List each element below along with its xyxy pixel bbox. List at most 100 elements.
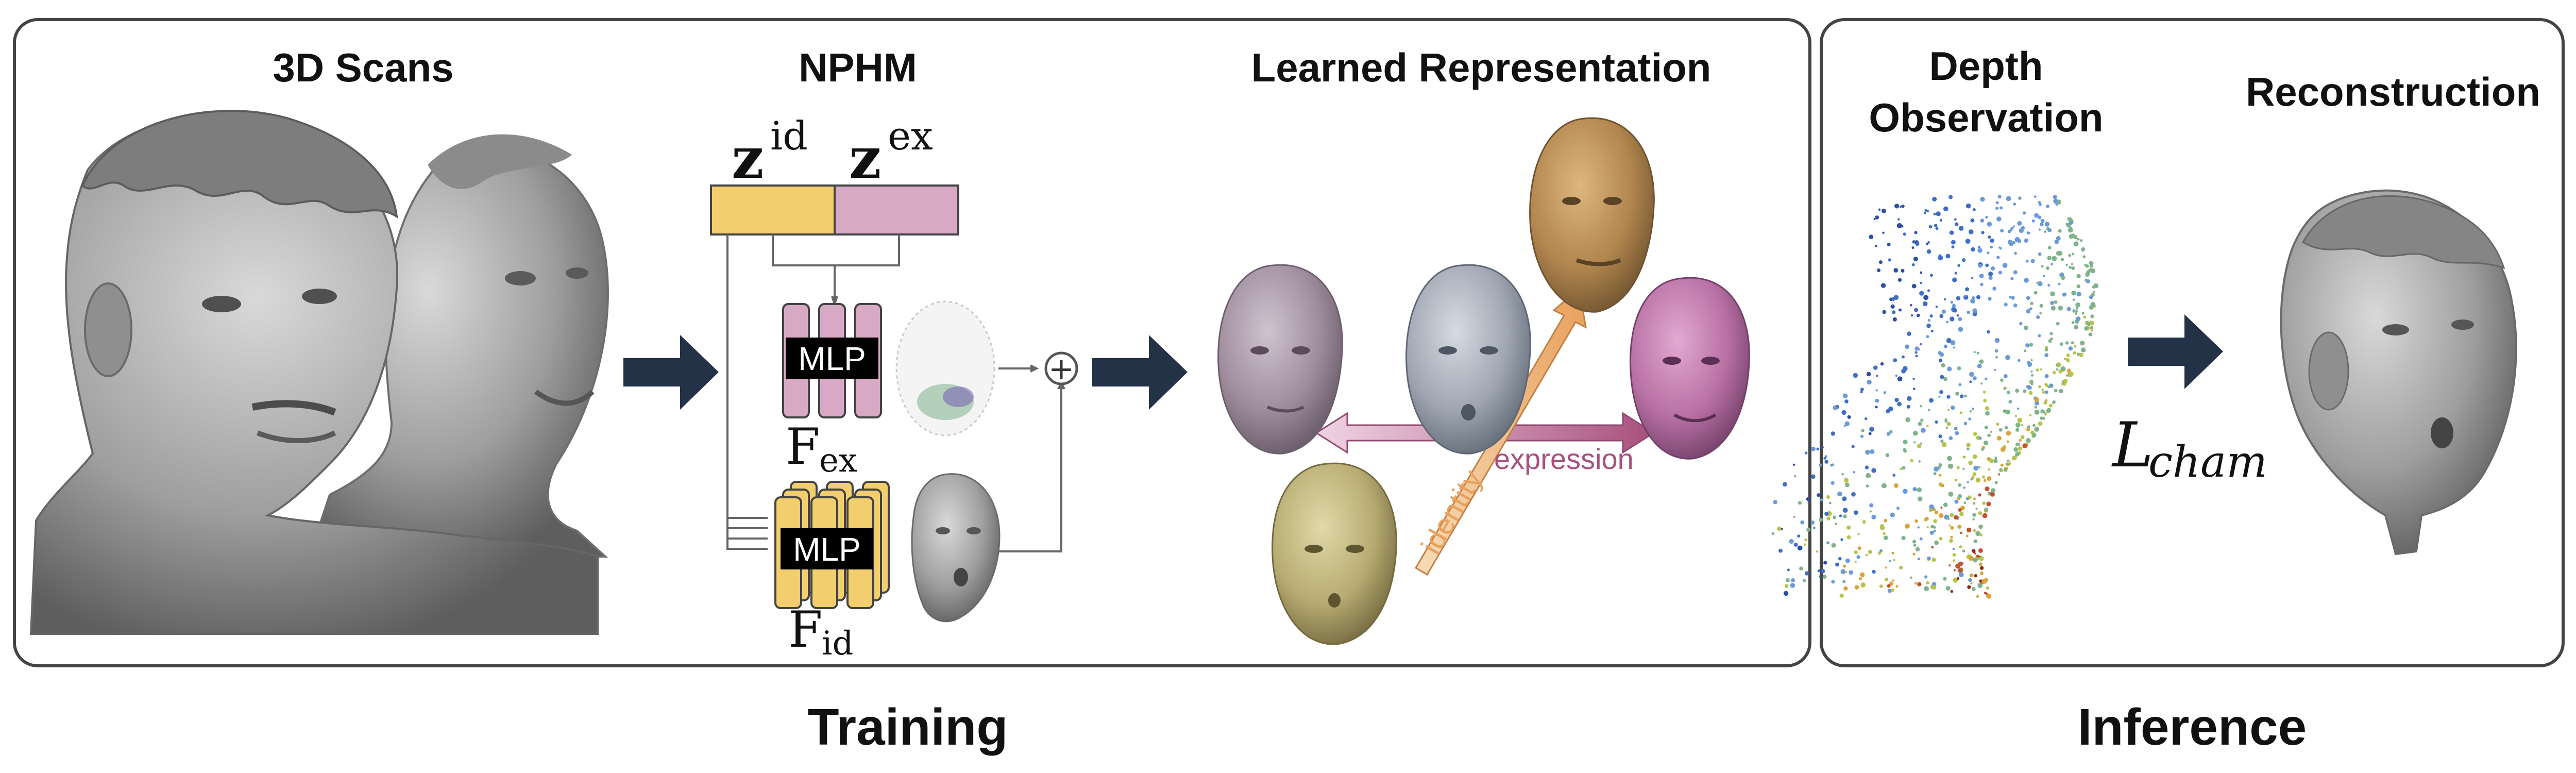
point (2012, 241, 2016, 245)
point (1947, 409, 1950, 412)
point (1990, 245, 1993, 249)
point (1912, 388, 1916, 391)
heading-nphm: NPHM (799, 45, 917, 90)
point (1985, 215, 1988, 219)
point (2028, 231, 2031, 234)
point (1973, 502, 1976, 505)
point (1905, 344, 1910, 349)
point (1880, 283, 1886, 288)
point (1983, 440, 1989, 446)
point (1976, 295, 1981, 299)
point (2076, 307, 2078, 310)
point (2050, 263, 2054, 266)
point (1911, 283, 1917, 289)
point (1926, 335, 1929, 339)
point (1980, 197, 1985, 202)
point (1978, 562, 1982, 566)
point (1920, 271, 1923, 274)
point (1987, 476, 1992, 481)
point (1931, 584, 1937, 590)
point (2033, 291, 2038, 295)
point (1946, 422, 1951, 426)
point (2056, 250, 2061, 256)
point (2029, 381, 2031, 383)
point (2093, 291, 2095, 293)
point (2016, 407, 2020, 410)
point (1980, 249, 1982, 253)
point (1936, 211, 1941, 216)
point (1873, 365, 1878, 370)
point (2074, 345, 2077, 348)
point (2069, 371, 2074, 377)
point (1962, 467, 1965, 470)
point (2034, 406, 2038, 409)
point (2062, 382, 2066, 386)
point (1934, 510, 1939, 515)
point (2027, 361, 2031, 365)
point (2034, 427, 2039, 432)
point (1790, 583, 1795, 588)
point (1922, 301, 1928, 307)
f-ex-symbol: F (786, 418, 820, 476)
point (1988, 297, 1992, 301)
point (1899, 205, 1902, 208)
point (2090, 264, 2093, 267)
point (1860, 572, 1865, 577)
point (2018, 359, 2021, 362)
point (1913, 257, 1918, 262)
point (1826, 495, 1831, 499)
point (1882, 483, 1887, 489)
point (2000, 229, 2004, 233)
point (2006, 440, 2009, 443)
point (1970, 298, 1976, 304)
point (2081, 347, 2086, 352)
point (1929, 398, 1934, 403)
point (1839, 514, 1842, 517)
point (2038, 421, 2043, 426)
point (1875, 406, 1878, 409)
point (2090, 321, 2095, 325)
point (1948, 436, 1953, 440)
point (1934, 540, 1939, 545)
point (2084, 326, 2089, 331)
point (1867, 379, 1872, 385)
point (2063, 379, 2068, 383)
point (1985, 377, 1988, 380)
point (1938, 395, 1941, 398)
point (2039, 203, 2042, 206)
point (1784, 584, 1789, 588)
point (1912, 540, 1917, 544)
point (1939, 513, 1944, 518)
point (2041, 389, 2044, 391)
point (1988, 468, 1991, 471)
point (1912, 487, 1917, 492)
point (2061, 258, 2064, 261)
point (2034, 410, 2040, 415)
point (2026, 309, 2030, 314)
point (1974, 552, 1976, 555)
point (2044, 374, 2049, 378)
point (2073, 351, 2076, 355)
point (1822, 575, 1827, 579)
point (1948, 564, 1951, 567)
point (2071, 266, 2075, 270)
point (1987, 222, 1992, 227)
head-mauve (1217, 264, 1343, 455)
point (1944, 298, 1946, 300)
point (2017, 417, 2023, 423)
point (1896, 507, 1900, 510)
point (1844, 399, 1849, 404)
point (1996, 216, 2002, 222)
point (1907, 331, 1911, 336)
point (1895, 585, 1899, 588)
point (1887, 243, 1891, 246)
point (1841, 410, 1846, 415)
point (1799, 566, 1803, 571)
point (1803, 579, 1806, 582)
point (2032, 424, 2036, 427)
point (1917, 582, 1922, 587)
heading-learned-representation: Learned Representation (1251, 45, 1711, 90)
point (2066, 307, 2071, 311)
point (1983, 479, 1987, 482)
point (1857, 533, 1860, 535)
